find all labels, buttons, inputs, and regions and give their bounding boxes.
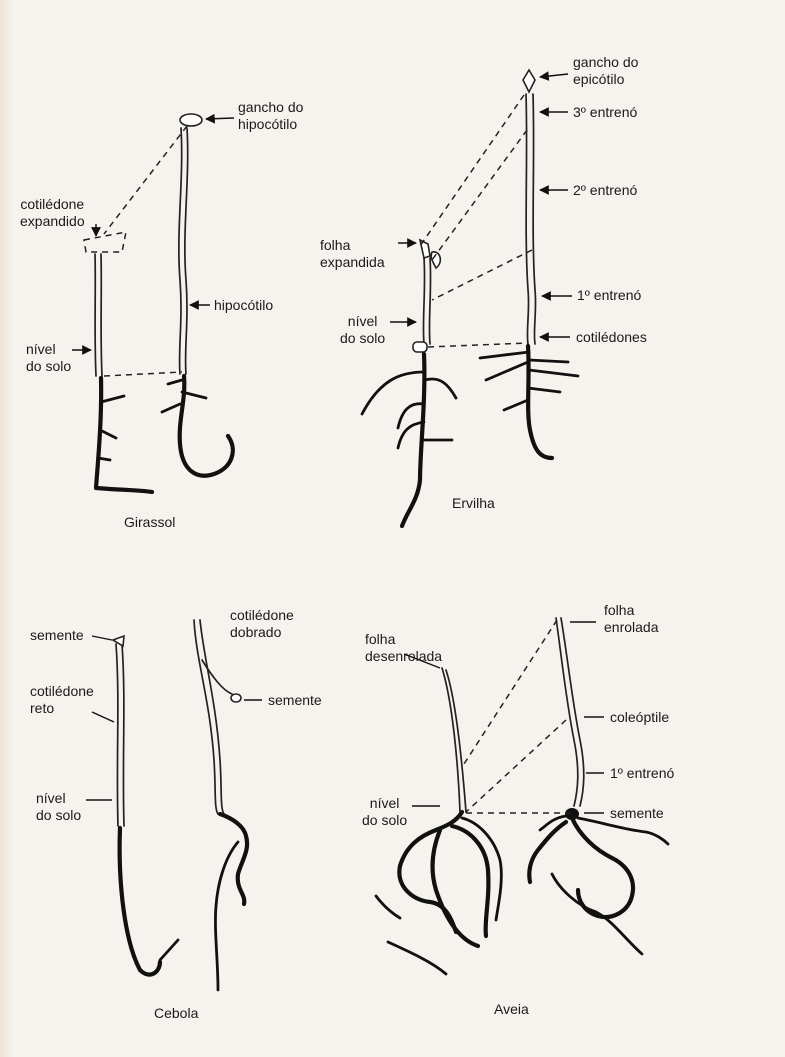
label-aveia-folha-enrolada: folha enrolada xyxy=(604,602,659,636)
ervilha-dash-1 xyxy=(420,95,524,246)
caption-cebola: Cebola xyxy=(154,1005,198,1021)
ervilha-left-root xyxy=(402,354,424,526)
label-cebola-cotiledone-reto: cotilédone reto xyxy=(30,683,94,717)
girassol-right-stem-a xyxy=(179,128,182,374)
aveia-right-root xyxy=(572,818,633,917)
aveia-right-root-2 xyxy=(529,822,566,882)
ervilha-left-stem-b xyxy=(429,258,430,344)
label-ervilha-cotiledones: cotilédones xyxy=(576,329,647,346)
label-girassol-gancho: gancho do hipocótilo xyxy=(238,99,303,133)
ervilha-left-stem-a xyxy=(423,258,424,344)
aveia-left-root-3 xyxy=(452,826,488,936)
ervilha-hook xyxy=(523,70,535,92)
caption-ervilha: Ervilha xyxy=(452,495,495,511)
girassol-right-stem-b xyxy=(185,128,188,374)
ervilha-dash-soil xyxy=(428,343,528,347)
girassol-dash-soil xyxy=(104,372,182,376)
aveia-left-root-2 xyxy=(433,830,478,946)
label-ervilha-entreno1: 1º entrenó xyxy=(577,287,641,304)
cebola-left-stem-b xyxy=(122,644,124,826)
label-ervilha-entreno2: 2º entrenó xyxy=(573,182,637,199)
label-girassol-hipocotilo: hipocótilo xyxy=(214,297,273,314)
label-ervilha-entreno3: 3º entrenó xyxy=(573,104,637,121)
label-ervilha-nivel: nível do solo xyxy=(340,313,385,347)
cebola-drawing xyxy=(113,620,247,990)
ervilha-right-root xyxy=(528,346,552,458)
ervilha-dash-2 xyxy=(432,130,527,260)
label-aveia-coleoptile: coleóptile xyxy=(610,709,669,726)
aveia-right-laterals xyxy=(540,816,668,954)
cebola-right-root xyxy=(220,814,247,904)
cebola-right-seed xyxy=(231,694,241,702)
aveia-dash-2 xyxy=(466,720,566,812)
caption-aveia: Aveia xyxy=(494,1001,529,1017)
aveia-drawing xyxy=(376,618,668,974)
aveia-dash-1 xyxy=(464,620,557,764)
label-girassol-nivel: nível do solo xyxy=(26,341,71,375)
aveia-right-stem-b xyxy=(561,618,584,806)
cebola-left-lateral xyxy=(160,940,178,960)
ervilha-left-laterals xyxy=(362,372,456,448)
cebola-right-stem-b xyxy=(200,620,224,814)
cebola-right-stem-a xyxy=(194,620,218,814)
label-cebola-cotiledone-dobrado: cotilédone dobrado xyxy=(230,607,294,641)
girassol-cotyledon-outline xyxy=(84,232,126,252)
girassol-left-stem-a xyxy=(95,254,96,376)
cebola-right-root-2 xyxy=(215,842,238,990)
girassol-dash-top xyxy=(104,126,187,234)
annotation-arrows xyxy=(72,74,604,813)
arrow-girassol-gancho xyxy=(206,118,234,119)
girassol-drawing xyxy=(84,114,233,492)
label-aveia-folha-desenrolada: folha desenrolada xyxy=(365,631,442,665)
cebola-left-seed xyxy=(113,636,124,646)
label-cebola-nivel: nível do solo xyxy=(36,790,81,824)
arrow-ervilha-gancho xyxy=(540,74,568,77)
ervilha-left-cotyledons xyxy=(413,342,427,352)
label-cebola-semente-right: semente xyxy=(268,692,322,709)
label-ervilha-gancho: gancho do epicótilo xyxy=(573,54,638,88)
ervilha-dash-3 xyxy=(432,250,532,300)
ervilha-drawing xyxy=(362,70,578,526)
label-girassol-cotiledone: cotilédone expandido xyxy=(20,196,85,230)
label-aveia-semente: semente xyxy=(610,805,664,822)
label-cebola-semente-left: semente xyxy=(30,627,84,644)
label-ervilha-folha: folha expandida xyxy=(320,237,385,271)
cebola-left-root xyxy=(120,828,160,975)
girassol-left-stem-b xyxy=(101,254,102,376)
label-aveia-entreno1: 1º entrenó xyxy=(610,765,674,782)
leader-cebola-semente-left xyxy=(92,636,112,640)
aveia-left-stem-b xyxy=(446,670,466,812)
girassol-hook xyxy=(180,114,202,126)
cebola-left-stem-a xyxy=(116,644,118,826)
ervilha-right-stem-b xyxy=(533,94,536,344)
caption-girassol: Girassol xyxy=(124,514,175,530)
leader-cebola-cotiledone-reto xyxy=(92,712,114,722)
girassol-right-root xyxy=(180,376,233,476)
label-aveia-nivel: nível do solo xyxy=(362,795,407,829)
